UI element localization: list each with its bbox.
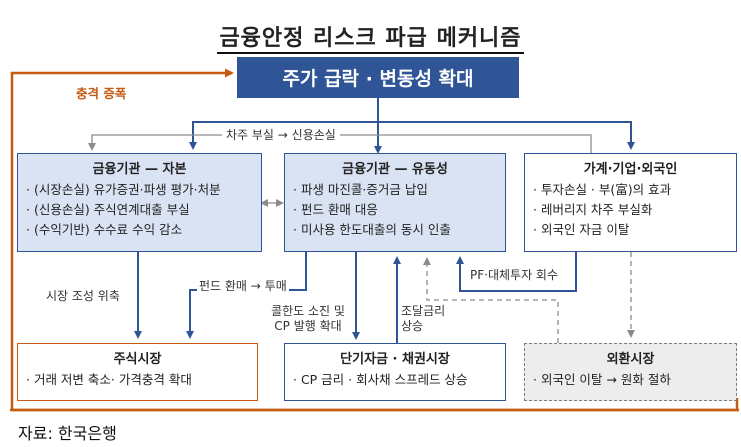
callable-cp-label: 콜한도 소진 및 CP 발행 확대 — [264, 304, 352, 334]
fx-market-item: · 외국인 이탈 → 원화 절하 — [533, 372, 671, 387]
fund-redemption-label: 펀드 환매 → 투매 — [197, 279, 289, 294]
capital-item: · (시장손실) 유가증권·파생 평가·처분 — [26, 182, 221, 197]
pf-recovery-arrow — [456, 252, 577, 292]
household-item: · 외국인 자금 이탈 — [533, 222, 630, 237]
pf-recovery-label: PF·대체투자 회수 — [467, 268, 562, 283]
stock-market-box: 주식시장 · 거래 저변 축소· 가격충격 확대 — [17, 343, 258, 401]
stock-market-header: 주식시장 — [113, 352, 162, 367]
liquidity-item: · 미사용 한도대출의 동시 인출 — [293, 222, 451, 237]
trigger-distribution-arrows — [189, 98, 635, 154]
feedback-label: 충격 증폭 — [76, 86, 127, 101]
capital-box: 금융기관 — 자본 · (시장손실) 유가증권·파생 평가·처분 · (신용손실… — [17, 153, 262, 252]
liquidity-item: · 펀드 환매 대응 — [293, 202, 378, 217]
household-box: 가계·기업·외국인 · 투자손실 · 부(富)의 효과 · 레버리지 차주 부실… — [524, 153, 737, 252]
trigger-box: 주가 급락 · 변동성 확대 — [237, 57, 519, 98]
fx-market-box: 외환시장 · 외국인 이탈 → 원화 절하 — [524, 343, 737, 401]
source-note: 자료: 한국은행 — [18, 424, 117, 443]
stock-market-item: · 거래 저변 축소· 가격충격 확대 — [26, 372, 192, 387]
liquidity-box: 금융기관 — 유동성 · 파생 마진콜·증거금 납입 · 펀드 환매 대응 · … — [284, 153, 506, 252]
fx-market-header: 외환시장 — [606, 352, 655, 367]
capital-header: 금융기관 — 자본 — [92, 162, 187, 177]
borrower-default-label: 차주 부실 → 신용손실 — [222, 128, 340, 143]
capital-item: · (수익기반) 수수료 수익 감소 — [26, 222, 183, 237]
liquidity-header: 금융기관 — 유동성 — [342, 162, 448, 177]
short-term-market-item: · CP 금리 · 회사채 스프레드 상승 — [293, 372, 468, 387]
borrower-default-arrow — [88, 134, 592, 153]
fx-to-liquidity-dashed — [423, 257, 559, 343]
liquidity-item: · 파생 마진콜·증거금 납입 — [293, 182, 428, 197]
short-term-market-box: 단기자금 · 채권시장 · CP 금리 · 회사채 스프레드 상승 — [284, 343, 506, 401]
funding-rate-label: 조달금리 상승 — [401, 304, 446, 333]
short-term-market-header: 단기자금 · 채권시장 — [340, 352, 450, 367]
household-item: · 투자손실 · 부(富)의 효과 — [533, 182, 672, 197]
market-making-label: 시장 조성 위축 — [46, 289, 120, 304]
capital-item: · (신용손실) 주식연계대출 부실 — [26, 202, 190, 217]
household-header: 가계·기업·외국인 — [583, 162, 678, 177]
household-item: · 레버리지 차주 부실화 — [533, 202, 653, 217]
page-title: 금융안정 리스크 파급 메커니즘 — [0, 20, 741, 54]
